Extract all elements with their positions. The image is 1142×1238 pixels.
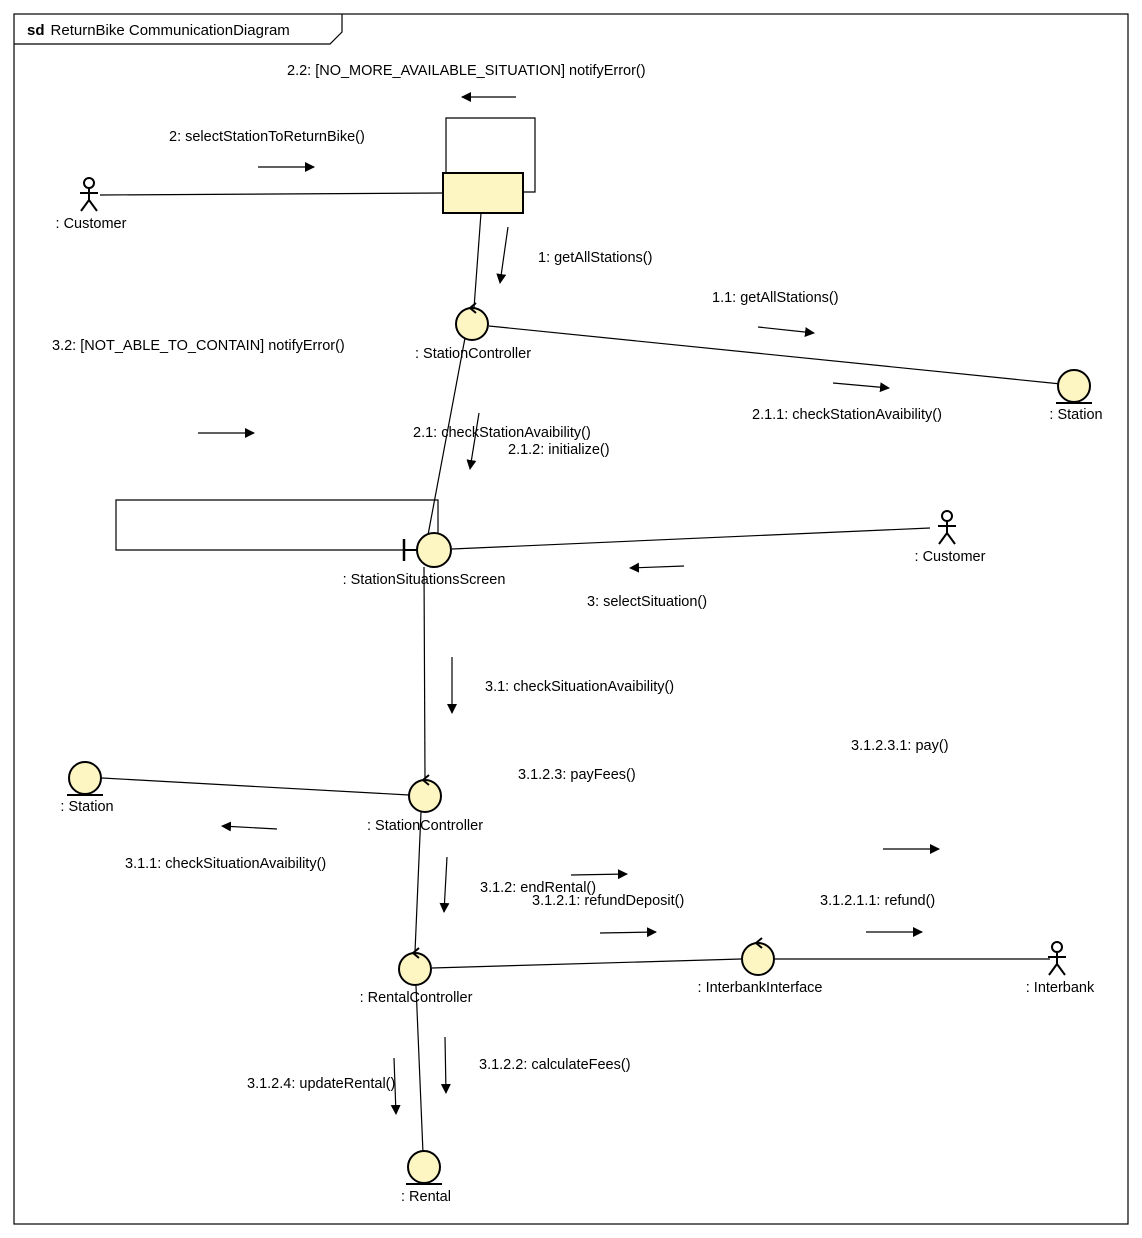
arrow-3-1-1 bbox=[221, 821, 278, 832]
label-interbank-interface: : InterbankInterface bbox=[698, 980, 823, 996]
message-1-1: 1.1: getAllStations() bbox=[712, 290, 839, 306]
actor-customer-right bbox=[938, 510, 956, 545]
label-station-left: : Station bbox=[60, 799, 113, 815]
message-3-1-2-1: 3.1.2.1: refundDeposit() bbox=[532, 893, 684, 909]
message-2-1-1: 2.1.1: checkStationAvaibility() bbox=[752, 407, 942, 423]
arrow-2-1 bbox=[466, 412, 480, 470]
arrow-1 bbox=[496, 226, 509, 284]
arrow-3 bbox=[629, 562, 685, 573]
message-3: 3: selectSituation() bbox=[587, 594, 707, 610]
diagram-frame bbox=[13, 13, 1129, 1225]
link-stationcontroller-station bbox=[488, 325, 1062, 385]
control-station-controller-top bbox=[455, 302, 489, 341]
entity-station-left bbox=[67, 761, 103, 796]
control-station-controller-mid bbox=[408, 774, 442, 813]
arrow-2-1-1 bbox=[832, 382, 890, 393]
boundary-station-situations-screen bbox=[402, 532, 452, 568]
message-3-1-2-2: 3.1.2.2: calculateFees() bbox=[479, 1057, 631, 1073]
frame-keyword: sd bbox=[27, 22, 45, 39]
link-stationcontroller-rentalcontroller bbox=[414, 811, 422, 953]
message-3-1-2-3: 3.1.2.3: payFees() bbox=[518, 767, 636, 783]
message-2-1: 2.1: checkStationAvaibility() bbox=[413, 425, 591, 441]
label-rental-controller: : RentalController bbox=[360, 990, 473, 1006]
message-2-2: 2.2: [NO_MORE_AVAILABLE_SITUATION] notif… bbox=[287, 63, 646, 79]
entity-station-right bbox=[1056, 369, 1092, 404]
message-3-1-2-4: 3.1.2.4: updateRental() bbox=[247, 1076, 395, 1092]
message-2-1-2: 2.1.2: initialize() bbox=[508, 442, 610, 458]
arrow-3-1-2-4 bbox=[390, 1057, 401, 1115]
frame-tab bbox=[14, 14, 343, 45]
message-3-1-2-1-1: 3.1.2.1.1: refund() bbox=[820, 893, 935, 909]
link-screen-customer bbox=[451, 527, 931, 550]
link-customer-box bbox=[99, 192, 445, 196]
control-rental-controller bbox=[398, 947, 432, 986]
message-arrows bbox=[198, 92, 940, 1115]
message-3-1-1: 3.1.1: checkSituationAvaibility() bbox=[125, 856, 326, 872]
frame-title: sd ReturnBike CommunicationDiagram bbox=[27, 22, 290, 39]
arrow-3-1-2 bbox=[439, 856, 450, 913]
link-box-stationcontroller bbox=[473, 212, 482, 309]
control-interbank-interface bbox=[741, 937, 775, 976]
message-2: 2: selectStationToReturnBike() bbox=[169, 129, 365, 145]
label-station-controller-top: : StationController bbox=[415, 346, 531, 362]
actor-interbank bbox=[1048, 941, 1066, 976]
message-3-1-2: 3.1.2: endRental() bbox=[480, 880, 596, 896]
link-stationcontroller-screen bbox=[427, 337, 466, 536]
frame-title-text: ReturnBike CommunicationDiagram bbox=[51, 22, 290, 39]
label-station-controller-mid: : StationController bbox=[367, 818, 483, 834]
label-rental: : Rental bbox=[401, 1189, 451, 1205]
label-interbank: : Interbank bbox=[1026, 980, 1095, 996]
arrow-3-1-2-1 bbox=[599, 927, 657, 938]
actor-customer-top bbox=[80, 177, 98, 212]
controller-box bbox=[442, 172, 524, 214]
label-customer-right: : Customer bbox=[915, 549, 986, 565]
links bbox=[99, 117, 1062, 1154]
entity-rental bbox=[406, 1150, 442, 1185]
link-station-stationcontroller bbox=[101, 777, 410, 796]
message-1: 1: getAllStations() bbox=[538, 250, 652, 266]
message-labels: 2.2: [NO_MORE_AVAILABLE_SITUATION] notif… bbox=[52, 63, 949, 1092]
link-rentalcontroller-rental bbox=[415, 985, 424, 1154]
link-screen-stationcontroller bbox=[423, 566, 426, 780]
message-3-1-2-3-1: 3.1.2.3.1: pay() bbox=[851, 738, 949, 754]
self-link-box bbox=[445, 117, 536, 193]
arrow-3-1-2-3 bbox=[570, 869, 628, 880]
label-station-right: : Station bbox=[1049, 407, 1102, 423]
message-3-1: 3.1: checkSituationAvaibility() bbox=[485, 679, 674, 695]
link-rentalcontroller-interbankinterface bbox=[431, 958, 742, 969]
arrow-1-1 bbox=[757, 326, 815, 338]
message-3-2: 3.2: [NOT_ABLE_TO_CONTAIN] notifyError() bbox=[52, 338, 345, 354]
label-customer-top: : Customer bbox=[56, 216, 127, 232]
label-station-situations-screen: : StationSituationsScreen bbox=[343, 572, 506, 588]
self-link-screen bbox=[115, 499, 439, 551]
arrow-3-1-2-2 bbox=[440, 1036, 451, 1094]
